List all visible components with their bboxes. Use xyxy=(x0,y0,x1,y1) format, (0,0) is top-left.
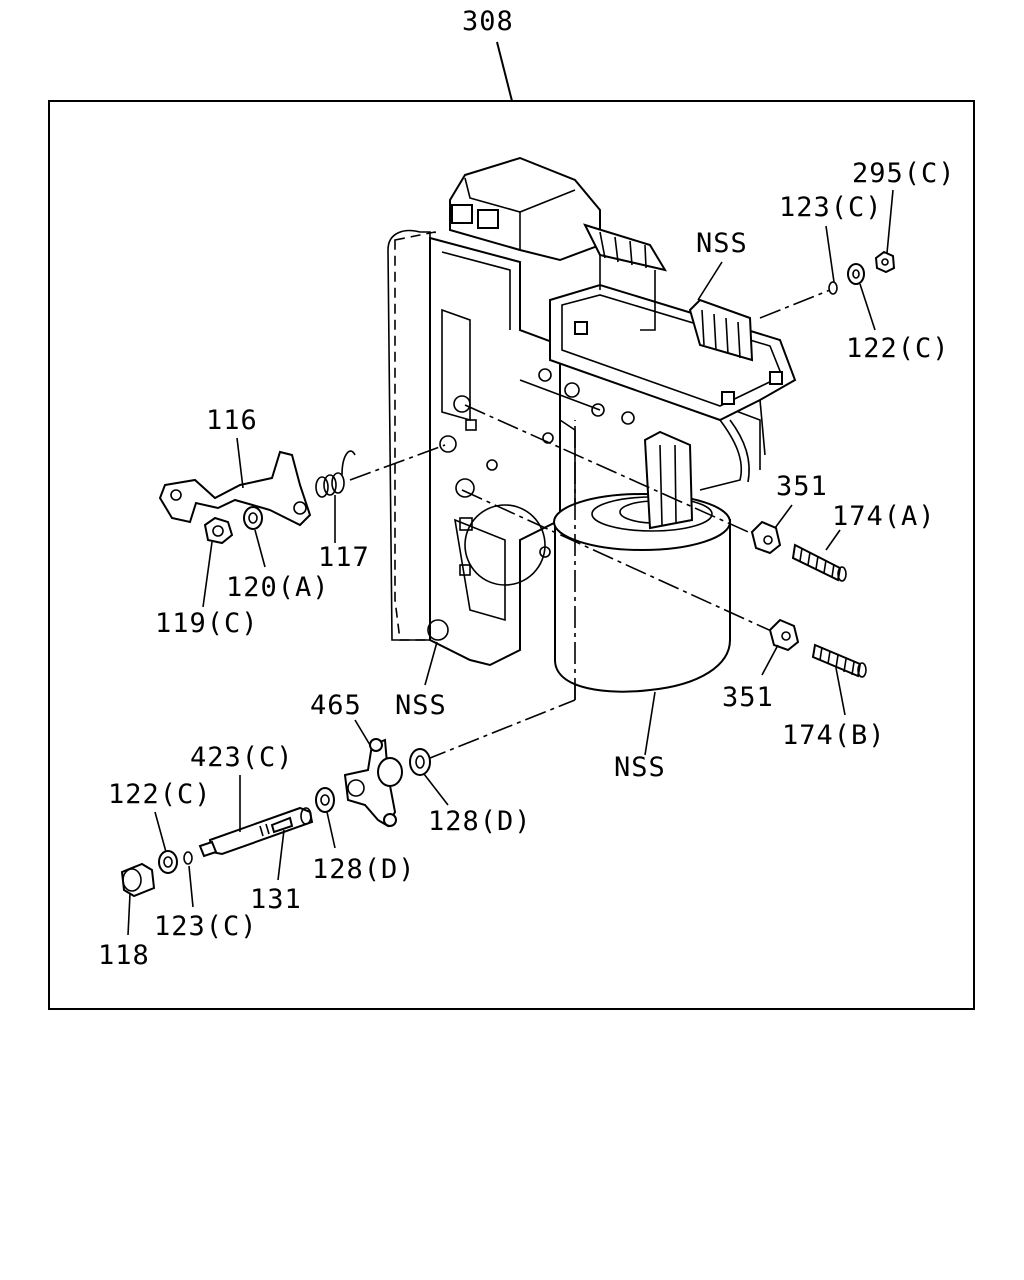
callout-351-bot: 351 xyxy=(722,682,774,713)
callout-123c-top: 123(C) xyxy=(779,192,883,223)
callout-174a: 174(A) xyxy=(832,501,936,532)
part-128d-left-washer xyxy=(315,787,335,813)
callout-119c: 119(C) xyxy=(155,608,259,639)
callout-351-top: 351 xyxy=(776,471,828,502)
part-122c-top-washer xyxy=(847,263,865,285)
callout-116: 116 xyxy=(206,405,258,436)
part-122c-bot-washer xyxy=(158,850,178,874)
leader-308 xyxy=(496,41,513,102)
callout-120a: 120(A) xyxy=(226,572,330,603)
part-128d-right-washer xyxy=(409,748,431,776)
part-423c-shaft xyxy=(198,806,314,858)
part-465-lever xyxy=(343,738,403,828)
callout-117: 117 xyxy=(318,542,370,573)
top-connector xyxy=(449,156,668,272)
callout-423c: 423(C) xyxy=(190,742,294,773)
callout-128d-right: 128(D) xyxy=(428,806,532,837)
part-120a-washer xyxy=(243,506,263,530)
part-174b-screw xyxy=(811,643,867,678)
part-119c-nut xyxy=(203,516,234,545)
callout-128d-left: 128(D) xyxy=(312,854,416,885)
callout-nss-mid: NSS xyxy=(395,690,447,721)
leader-lines xyxy=(127,189,894,936)
callout-308: 308 xyxy=(462,6,514,37)
part-117-spring xyxy=(315,450,356,498)
part-123c-bot-ring xyxy=(183,851,193,865)
centerline-117 xyxy=(349,444,446,481)
part-116-lever xyxy=(158,450,312,527)
centerline-123c xyxy=(759,289,831,319)
callout-123c-bot: 123(C) xyxy=(154,911,258,942)
callout-nss-top: NSS xyxy=(696,228,748,259)
callout-174b: 174(B) xyxy=(782,720,886,751)
callout-122c-bot: 122(C) xyxy=(108,779,212,810)
part-118-bushing xyxy=(120,862,156,898)
centerline-128d xyxy=(424,699,576,761)
part-351-top-nut xyxy=(750,520,782,555)
callout-nss-bot: NSS xyxy=(614,752,666,783)
centerline-174a xyxy=(464,404,756,536)
part-351-bot-nut xyxy=(768,618,800,652)
callout-465: 465 xyxy=(310,690,362,721)
part-174a-screw xyxy=(791,543,847,582)
callout-122c-top: 122(C) xyxy=(846,333,950,364)
electronic-module xyxy=(549,255,797,491)
part-295c-nut xyxy=(874,250,896,274)
part-123c-top-ring xyxy=(828,281,838,295)
callout-295c: 295(C) xyxy=(852,158,956,189)
callout-118: 118 xyxy=(98,940,150,971)
part-131-pin xyxy=(270,816,294,834)
actuator-cylinder xyxy=(553,430,731,693)
centerline-174b xyxy=(461,489,781,636)
callout-131: 131 xyxy=(250,884,302,915)
